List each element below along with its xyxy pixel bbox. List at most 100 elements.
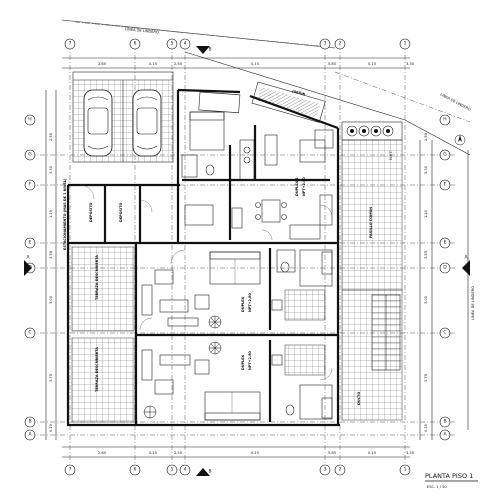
section-mark-bottom: B xyxy=(196,468,212,476)
axis-bubble-bottom-5: 5 xyxy=(166,464,178,476)
axis-bubble-bottom-7: 7 xyxy=(64,464,76,476)
svg-text:A: A xyxy=(28,432,32,438)
axis-bubble-left-C: C xyxy=(24,327,36,339)
svg-text:C: C xyxy=(28,330,31,336)
dimension-top-5: 0.15 xyxy=(368,62,376,66)
dimension-bottom-6: 3.30 xyxy=(406,451,415,455)
dimension-left-1: 3.30 xyxy=(49,165,53,174)
room-label-deposito-1: DEPOSITO xyxy=(89,202,93,222)
dimension-bottom-2: 2.50 xyxy=(174,451,183,455)
svg-text:A: A xyxy=(443,432,447,438)
title-block: PLANTA PISO 1 ESC. 1 / 50 xyxy=(425,472,478,489)
tree-icon xyxy=(341,121,403,141)
dimension-top-1: 0.15 xyxy=(149,62,157,66)
axis-bubble-top-6: 6 xyxy=(129,38,141,50)
dimension-bottom-5: 0.15 xyxy=(368,451,376,455)
axis-bubble-right-E: E xyxy=(439,237,451,249)
svg-text:C: C xyxy=(443,330,446,336)
axis-bubble-left-A: A xyxy=(24,429,36,441)
top-duplex-furniture xyxy=(181,81,334,240)
axis-bubble-bottom-3: 3 xyxy=(319,464,331,476)
dimension-lines xyxy=(45,57,433,458)
side-mark-left: A xyxy=(24,255,32,276)
axis-bubble-top-1: 1 xyxy=(399,38,411,50)
dimension-right-0: 2.55 xyxy=(424,133,428,141)
axis-bubble-right-F: F xyxy=(439,179,451,191)
boundary-label-top-right: LINEA DE LINDERO xyxy=(440,92,472,112)
svg-text:A: A xyxy=(26,255,30,261)
room-label-parking: ESTACIONAMIENTO (MAS DE 1 NIVEL) xyxy=(63,178,67,250)
axis-bubble-bottom-1: 1 xyxy=(399,464,411,476)
mid-duplex-furniture xyxy=(141,249,333,329)
stairs xyxy=(371,294,401,371)
dimension-left-3: 3.55 xyxy=(49,251,53,259)
axis-bubble-right-H: H xyxy=(439,114,451,126)
svg-text:6: 6 xyxy=(134,467,137,473)
axis-bubble-right-B: B xyxy=(439,416,451,428)
room-label-hall: PASILLO COMUN xyxy=(369,207,373,238)
dimensions-left: 2.553.301.203.553.003.750.20 xyxy=(49,133,53,432)
dimension-bottom-3: 0.15 xyxy=(251,451,259,455)
car-icon xyxy=(132,89,162,157)
dimension-top-3: 0.15 xyxy=(251,62,259,66)
svg-text:A: A xyxy=(464,255,468,261)
dimension-left-2: 1.20 xyxy=(49,209,53,218)
room-label-duplex-bottom: DUPLEX xyxy=(241,354,245,370)
svg-text:7: 7 xyxy=(69,41,72,47)
parking-area xyxy=(72,71,174,163)
room-label-jardin: JARDIN xyxy=(291,89,306,97)
svg-text:3: 3 xyxy=(324,467,327,473)
side-mark-right: A xyxy=(462,255,470,276)
svg-text:6: 6 xyxy=(134,41,137,47)
doors xyxy=(79,184,333,381)
plan-title: PLANTA PISO 1 xyxy=(425,472,473,480)
svg-text:H: H xyxy=(28,117,31,123)
svg-text:1: 1 xyxy=(404,41,407,47)
axis-bubble-top-7: 7 xyxy=(64,38,76,50)
svg-text:B: B xyxy=(208,47,211,53)
svg-text:2: 2 xyxy=(339,467,342,473)
dimension-bottom-4: 5.85 xyxy=(328,451,336,455)
axis-bubble-bottom-4: 4 xyxy=(179,464,191,476)
car-icon xyxy=(83,89,113,157)
compass-icon xyxy=(454,134,466,146)
plan-scale: ESC. 1 / 50 xyxy=(427,485,447,489)
axis-bubble-left-B: B xyxy=(24,416,36,428)
dimension-right-6: 0.20 xyxy=(424,423,428,432)
room-label-ducto: DUCTO xyxy=(357,392,361,405)
axis-bubble-top-5: 5 xyxy=(166,38,178,50)
axis-bubble-left-E: E xyxy=(24,237,36,249)
svg-text:4: 4 xyxy=(184,41,187,47)
dimension-bottom-1: 0.15 xyxy=(149,451,157,455)
dimension-right-1: 3.30 xyxy=(424,165,428,174)
room-label-terraza-2: TERRAZA DESCUBIERTA xyxy=(95,347,99,392)
svg-text:1: 1 xyxy=(404,467,407,473)
svg-text:B: B xyxy=(443,419,446,425)
dimension-left-4: 3.00 xyxy=(49,295,53,304)
property-boundary xyxy=(61,19,471,430)
dimension-top-4: 5.85 xyxy=(328,62,336,66)
svg-text:3: 3 xyxy=(324,41,327,47)
svg-text:D: D xyxy=(443,265,447,271)
boundary-label-right: LINEA DE LINDERO xyxy=(471,286,475,320)
room-area-duplex-mid: NPT+2.80 xyxy=(248,293,252,312)
axis-bubble-bottom-6: 6 xyxy=(129,464,141,476)
common-hall xyxy=(341,139,403,291)
dimension-left-5: 3.75 xyxy=(49,374,53,382)
axis-bubble-left-H: H xyxy=(24,114,36,126)
room-label-terraza-1: TERRAZA DESCUBIERTA xyxy=(95,255,99,300)
svg-text:B: B xyxy=(28,419,31,425)
svg-text:4: 4 xyxy=(184,467,187,473)
svg-text:F: F xyxy=(29,182,32,188)
svg-text:F: F xyxy=(444,182,447,188)
axis-bubble-top-3: 3 xyxy=(319,38,331,50)
svg-text:7: 7 xyxy=(69,467,72,473)
svg-text:5: 5 xyxy=(171,41,174,47)
section-mark-top: B xyxy=(196,46,212,54)
